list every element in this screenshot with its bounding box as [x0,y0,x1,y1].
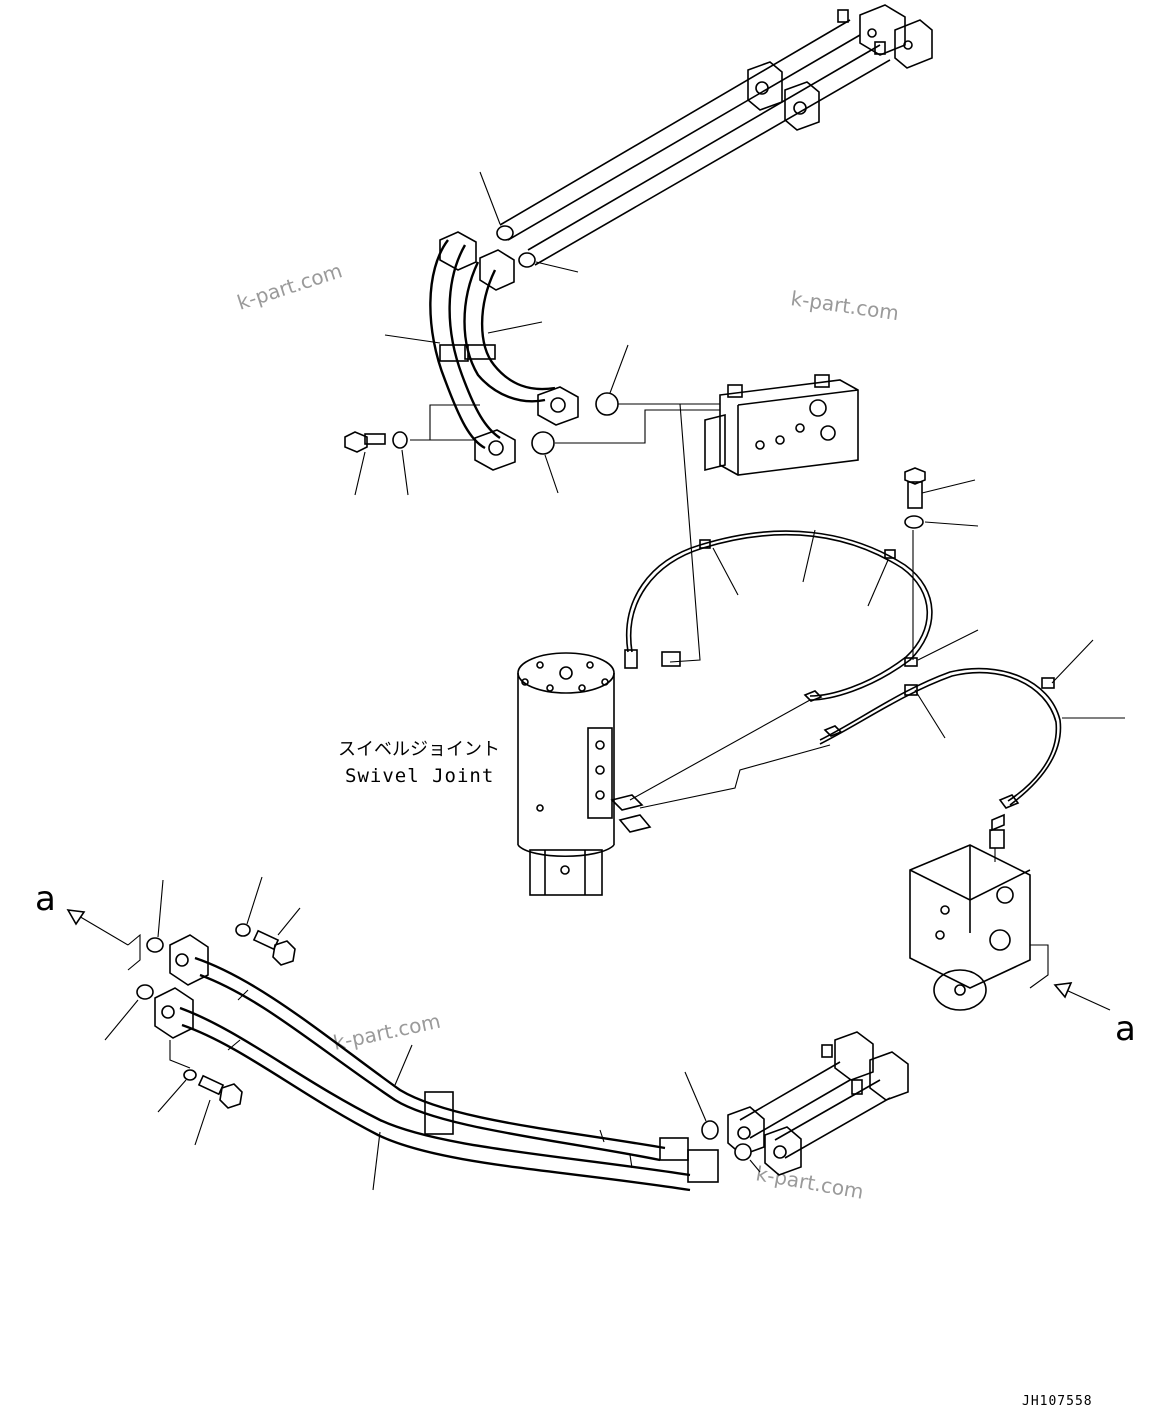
lower-right-tubes [727,1031,909,1176]
bolt [197,1074,243,1109]
swivel-joint [517,652,652,896]
control-valve [704,374,859,476]
drawing-code: JH107558 [1022,1394,1093,1409]
view-marker-right: a [1115,1009,1136,1049]
o-ring [146,937,164,953]
washer [235,923,251,937]
lower-hose-pair [154,934,719,1192]
pilot-hoses [624,530,1062,809]
o-ring [518,252,536,268]
watermark: k-part.com [234,258,345,314]
bolt [252,929,296,966]
arrow-head [66,909,86,926]
swivel-joint-label-jp: スイベルジョイント [338,739,500,760]
upper-long-tube [499,4,933,266]
o-ring [734,1143,752,1161]
o-ring [531,431,555,455]
arrow-head [1053,982,1073,999]
watermark: k-part.com [331,1009,443,1055]
swivel-joint-label-en: Swivel Joint [345,765,494,787]
bolt [344,431,386,453]
washer [183,1069,197,1081]
o-ring [496,225,514,241]
watermark: k-part.com [789,286,900,325]
view-marker-left: a [35,879,56,919]
upper-hose-pair [429,231,579,471]
right-valve-block [909,813,1031,1011]
o-ring [701,1120,719,1140]
bolt [904,467,926,509]
washer [904,515,924,529]
o-ring [595,392,619,416]
washer [392,431,408,449]
o-ring [136,984,154,1000]
